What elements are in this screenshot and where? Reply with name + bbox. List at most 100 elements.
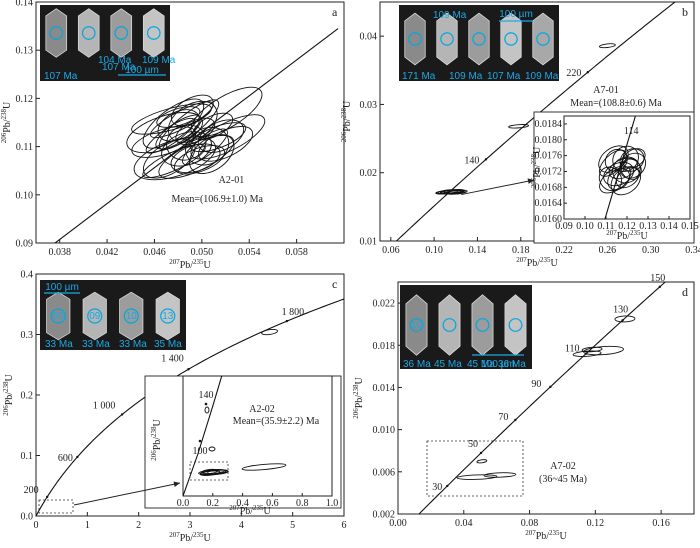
inset-error-ellipse (619, 148, 645, 172)
concordia-age-label: 110 (565, 344, 580, 355)
grain-age-label: 107 Ma (487, 71, 521, 82)
x-tick-label: 0.058 (285, 247, 308, 258)
plot-frame (397, 281, 695, 515)
concordia-age-label: 1 800 (282, 307, 305, 318)
inset-error-ellipse (622, 148, 646, 169)
y-axis-label: 206Pb/238U (352, 376, 365, 418)
zircon-grain (155, 291, 180, 341)
inset-x-tick-label: 0.11 (597, 221, 614, 232)
error-ellipse (190, 86, 263, 138)
x-tick-label: 0.26 (599, 245, 617, 256)
analysis-spot (160, 308, 176, 324)
inset-error-ellipse (241, 463, 287, 471)
x-axis-label: 207Pb/235U (169, 258, 211, 271)
analysis-spot (146, 26, 161, 40)
inset-x-tick-label: 0.4 (236, 498, 249, 509)
arrow-line (73, 482, 181, 506)
mean-age: Mean=(106.9±1.0) Ma (172, 194, 264, 205)
scale-bar-label: 100 µm (45, 282, 79, 293)
y-tick-label: 0.4 (21, 270, 34, 281)
y-tick-label: 0.13 (16, 46, 34, 57)
zircon-grain (77, 8, 100, 58)
analysis-spot (409, 318, 424, 332)
y-tick-label: 0.006 (373, 467, 396, 478)
inset-y-axis-label: 206Pb/238U (530, 146, 543, 188)
x-tick-label: 0.04 (455, 518, 473, 529)
error-ellipse (508, 124, 530, 129)
concordia-age-label: 90 (531, 379, 541, 390)
spot-id: 10 (126, 311, 138, 322)
y-tick-label: 0.03 (360, 100, 378, 111)
panel-letter: a (332, 5, 338, 19)
x-tick-label: 0 (34, 520, 39, 531)
inset-error-ellipse (619, 152, 647, 179)
inset-x-tick-label: 0.10 (576, 221, 594, 232)
inset-y-axis-label: 206Pb/238U (150, 418, 163, 460)
y-axis-label: 206Pb/238U (0, 101, 13, 143)
concordia-age-label: 150 (650, 273, 665, 284)
x-axis-label: 207Pb/235U (525, 529, 567, 542)
inset-error-ellipse (607, 167, 630, 191)
inset-y-tick-label: 0.0184 (535, 119, 563, 130)
zircon-grain (436, 12, 458, 66)
scale-bar-label: 100 µm (125, 65, 159, 76)
inset-error-ellipse (598, 166, 623, 192)
concordia-curve (418, 282, 667, 514)
inset-concordia-age-label: 140 (199, 390, 214, 401)
zircon-grain (500, 12, 522, 66)
spot-id: 13 (162, 311, 174, 322)
arrow-line (461, 179, 535, 196)
inset-frame (144, 375, 342, 509)
concordia-age-label: 130 (613, 304, 628, 315)
zircon-grain (404, 12, 426, 66)
error-ellipse (126, 112, 204, 154)
sample-name: A7-01 (593, 85, 619, 96)
error-ellipse (142, 143, 206, 179)
sample-name: A2-02 (249, 404, 275, 415)
grain-age-label: 33 Ma (82, 339, 110, 350)
x-axis-label: 207Pb/235U (516, 256, 558, 269)
concordia-tick (479, 451, 483, 455)
x-tick-label: 2 (136, 520, 141, 531)
x-tick-label: 0.18 (512, 245, 530, 256)
concordia-age-label: 70 (498, 412, 508, 423)
concordia-age-label: 1 400 (161, 353, 184, 364)
inset-x-tick-label: 0.14 (660, 221, 678, 232)
y-tick-label: 0.02 (360, 168, 378, 179)
inset-y-tick-label: 0.0180 (535, 135, 563, 146)
y-tick-label: 0.014 (373, 383, 396, 394)
grain-age-label: 33 Ma (119, 339, 147, 350)
concordia-age-label: 30 (432, 482, 442, 493)
error-ellipse (483, 472, 517, 478)
concordia-age-label: 200 (24, 485, 39, 496)
error-ellipse (156, 106, 201, 128)
grain-age-label: 171 Ma (402, 71, 436, 82)
x-tick-label: 0.08 (521, 518, 539, 529)
inset-plot-frame (182, 375, 333, 497)
analysis-spot (472, 32, 486, 46)
zircon-grain (532, 12, 554, 66)
spot-id: 08 (53, 311, 65, 322)
inset-x-tick-label: 1.0 (326, 498, 339, 509)
inset-y-tick-label: 0.0176 (535, 151, 563, 162)
inset-concordia-tick (198, 439, 202, 443)
inset-error-ellipse (612, 145, 639, 172)
y-tick-label: 0.01 (360, 237, 378, 248)
error-ellipse (614, 315, 636, 323)
zircon-grain (504, 294, 527, 356)
zircon-grain (119, 291, 144, 341)
concordia-age-label: 50 (468, 439, 478, 450)
panel-letter: b (682, 5, 688, 19)
inset-y-tick-label: 0.0164 (535, 198, 563, 209)
inset-y-tick-label: 0.0168 (535, 182, 563, 193)
grain-age-label: 107 Ma (44, 71, 78, 82)
inset-error-ellipse (199, 469, 229, 476)
analysis-spot (508, 318, 523, 332)
inset-x-tick-label: 0.09 (555, 221, 573, 232)
error-ellipse (572, 350, 602, 357)
x-tick-label: 0.042 (96, 247, 119, 258)
concordia-tick (621, 319, 624, 322)
x-tick-label: 0.30 (642, 245, 660, 256)
